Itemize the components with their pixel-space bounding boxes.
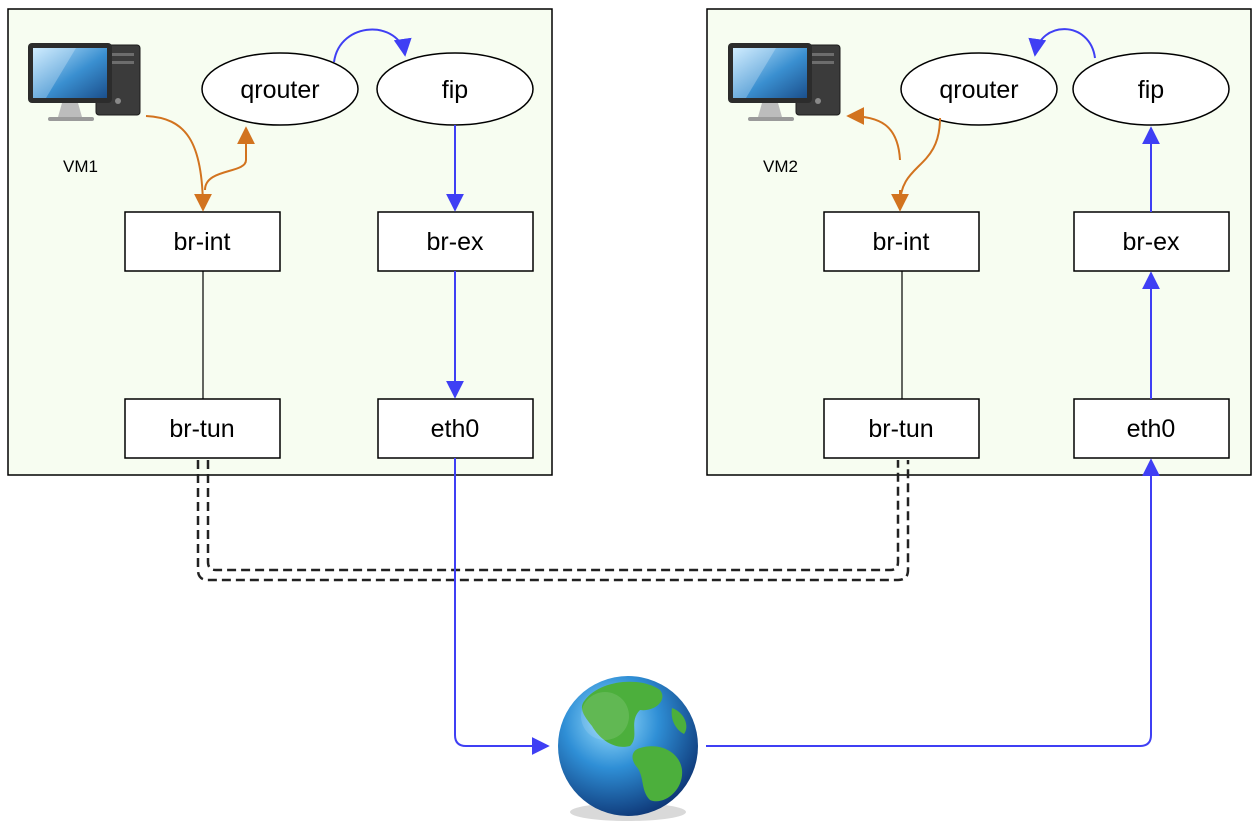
vm2-label: VM2 [763,157,798,176]
br-ex-label-1: br-ex [427,228,484,256]
vm1-label: VM1 [63,157,98,176]
br-int-label-2: br-int [873,228,930,256]
br-ex-node-2 [1073,211,1230,272]
qrouter-label-2: qrouter [939,76,1018,104]
host-1: VM1 qrouter fip br-int br-ex br-tun eth0 [7,8,553,476]
eth0-node-1 [377,398,534,459]
qrouter-label-1: qrouter [240,76,319,104]
fip-node-2 [1072,52,1230,126]
computer-icon [28,43,141,121]
br-tun-label-2: br-tun [868,415,933,443]
globe-icon [558,676,698,821]
vm1-to-br-int-link [145,115,212,212]
fip-label-1: fip [442,76,468,104]
fip-to-qrouter-link-2 [1028,28,1096,59]
qrouter-node-1 [201,52,359,126]
eth0-label-2: eth0 [1127,415,1176,443]
vm2-from-qrouter-arrow [846,107,901,161]
fip-label-2: fip [1138,76,1164,104]
br-int-to-qrouter-link-1 [204,126,255,191]
qrouter-to-vm2-link [899,117,941,206]
br-tun-label-1: br-tun [169,415,234,443]
qrouter-node-2 [900,52,1058,126]
host-2: VM2 qrouter fip br-int br-ex br-tun eth0 [706,8,1252,476]
br-ex-label-2: br-ex [1123,228,1180,256]
br-tun-node-1 [124,398,281,459]
internet-to-eth0-link [706,458,1160,747]
eth0-to-internet-link [454,458,550,755]
eth0-node-2 [1073,398,1230,459]
br-int-label-1: br-int [174,228,231,256]
qrouter-to-fip-link-1 [333,28,412,63]
br-int-node-1 [124,211,281,272]
computer-icon [728,43,841,121]
br-tun-node-2 [823,398,980,459]
vxlan-tunnel [196,460,910,582]
br-int-node-2 [823,211,980,272]
eth0-label-1: eth0 [431,415,480,443]
